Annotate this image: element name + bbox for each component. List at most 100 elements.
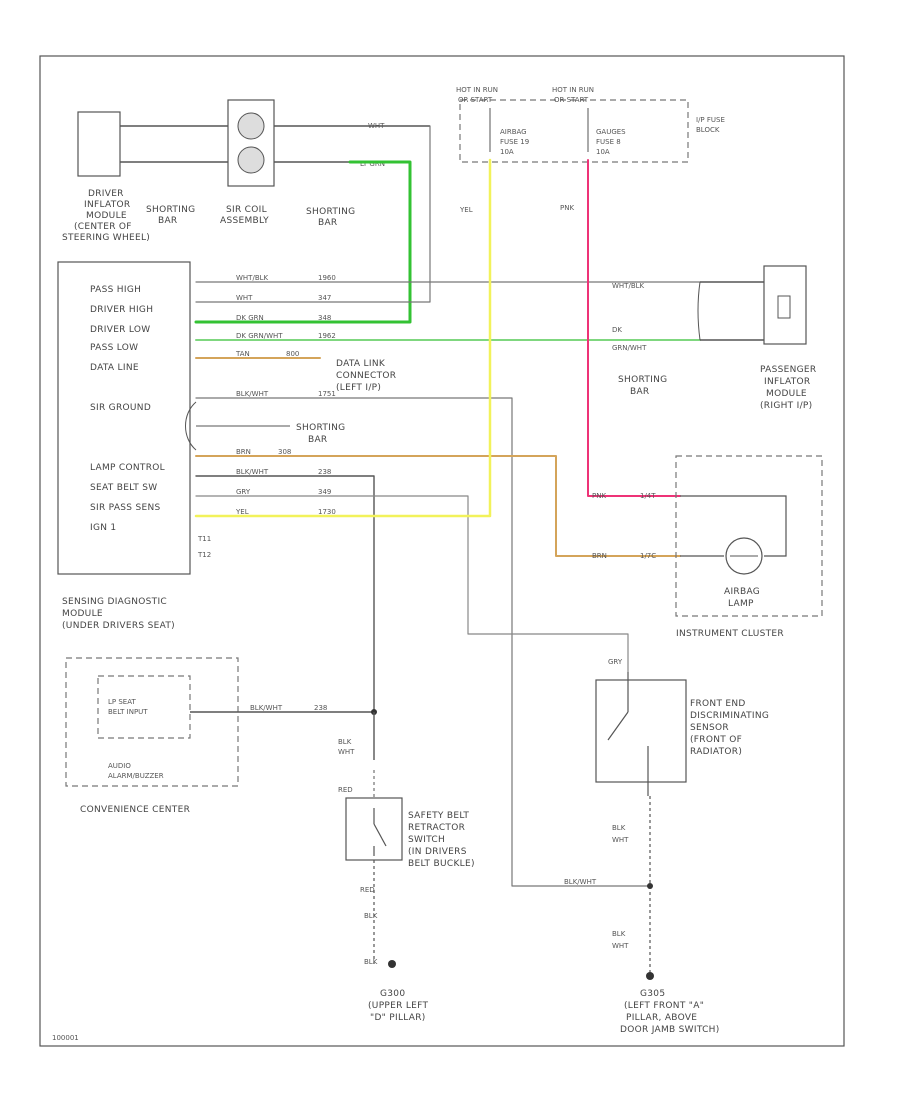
g305-label-2: (LEFT FRONT "A" (624, 1001, 704, 1011)
front-name-5: RADIATOR) (690, 747, 742, 757)
fuse-b-label-2: FUSE 8 (596, 138, 621, 146)
conv-wire-num: 238 (314, 704, 327, 712)
belt-switch-blade (373, 823, 387, 847)
belt-name-3: SWITCH (408, 835, 445, 845)
pass-module-label-4: (RIGHT I/P) (760, 401, 812, 411)
g305-label-1: G305 (640, 989, 665, 999)
green-wire-driver-low (194, 160, 412, 324)
front-wire-2: WHT (612, 836, 629, 844)
sdm-shorting-bar-2: BAR (308, 435, 328, 445)
sdm-pin-label: DRIVER LOW (90, 325, 150, 335)
sdm-pin-label: DRIVER HIGH (90, 305, 153, 315)
sdm-pin-label: LAMP CONTROL (90, 463, 165, 473)
belt-name-4: (IN DRIVERS (408, 847, 467, 857)
fuse-a-label-1: AIRBAG (500, 128, 527, 136)
driver-module-label-4: (CENTER OF (74, 222, 132, 232)
instrument-cluster-box (675, 455, 823, 617)
sdm-pin-label: SIR PASS SENS (90, 503, 161, 513)
wht-label: WHT (368, 122, 385, 130)
w7-color: BRN (236, 448, 251, 456)
w5-num: 800 (286, 350, 299, 358)
fuse-b-label-1: GAUGES (596, 128, 626, 136)
w6-num: 1751 (318, 390, 336, 398)
belt-name-1: SAFETY BELT (408, 811, 469, 821)
coil-label-1: SIR COIL (226, 205, 267, 215)
ground-g305-icon (646, 972, 654, 980)
front-name-3: SENSOR (690, 723, 729, 733)
sdm-box (57, 261, 191, 575)
g305-label-4: DOOR JAMB SWITCH) (620, 1025, 720, 1035)
w10-color: YEL (235, 508, 249, 516)
pass-shorting-bar-2: BAR (630, 387, 650, 397)
conv-wire-color: BLK/WHT (250, 704, 283, 712)
sdm-pin-label: DATA LINE (90, 363, 139, 373)
convenience-name: CONVENIENCE CENTER (80, 805, 190, 815)
front-sensor-blade (607, 711, 629, 741)
sdm-pin-label: SIR GROUND (90, 403, 151, 413)
sdm-wire-labels: WHT/BLK 1960 WHT 347 DK GRN 348 DK GRN/W… (235, 274, 336, 516)
w9-color: GRY (236, 488, 251, 496)
belt-name-5: BELT BUCKLE) (408, 859, 475, 869)
cluster-name: INSTRUMENT CLUSTER (676, 629, 784, 639)
cluster-internal-wire (680, 495, 787, 557)
w10-num: 1730 (318, 508, 336, 516)
fuse-a-label-3: 10A (500, 148, 514, 156)
diagram-frame (39, 55, 845, 1047)
front-name-1: FRONT END (690, 699, 746, 709)
shorting-bar-a-label-1: SHORTING (146, 205, 195, 215)
sdm-name-1: SENSING DIAGNOSTIC (62, 597, 167, 607)
cluster-pnk: PNK (592, 492, 606, 500)
sdm-pin-label: IGN 1 (90, 523, 116, 533)
cluster-lamp-label-1: AIRBAG (724, 587, 760, 597)
cluster-pnk-num: 1/4T (640, 492, 656, 500)
front-wire-1: BLK (612, 824, 626, 832)
gry-wire-pass-sens (195, 495, 629, 673)
driver-module-label-2: INFLATOR (84, 200, 130, 210)
w7-num: 308 (278, 448, 291, 456)
front-sensor-box (595, 679, 687, 783)
w5-color: TAN (235, 350, 250, 358)
belt-wire-top-1: BLK (338, 738, 352, 746)
w1-color: WHT/BLK (236, 274, 269, 282)
g300-label-2: (UPPER LEFT (368, 1001, 428, 1011)
sdm-t11: T11 (197, 535, 211, 543)
passenger-inflator-box (763, 265, 807, 345)
pass-grn-wht-label: GRN/WHT (612, 344, 647, 352)
belt-wire-bot-1: RED (360, 886, 375, 894)
brn-wire-lamp-control (195, 455, 681, 557)
sdm-pin-label: SEAT BELT SW (90, 483, 157, 493)
front-gry-label: GRY (608, 658, 623, 666)
fuse-block-box (459, 99, 689, 163)
fuse-block-label-1: I/P FUSE (696, 116, 725, 124)
belt-wire-red: RED (338, 786, 353, 794)
front-wire-lower-1: BLK (612, 930, 626, 938)
fuse-b-label-3: 10A (596, 148, 610, 156)
pass-shorting-bar-1: SHORTING (618, 375, 667, 385)
fuse-a-label-2: FUSE 19 (500, 138, 529, 146)
pass-dk-label: DK (612, 326, 622, 334)
data-link-label-1: DATA LINK (336, 359, 386, 369)
w4-num: 1962 (318, 332, 336, 340)
fuse-block-label-2: BLOCK (696, 126, 720, 134)
data-link-label-2: CONNECTOR (336, 371, 396, 381)
convenience-center-box (65, 657, 239, 787)
pass-module-label-2: INFLATOR (764, 377, 810, 387)
audio-label-1: AUDIO (108, 762, 131, 770)
splice-front-sensor (647, 883, 653, 889)
g300-label-3: "D" PILLAR) (370, 1013, 426, 1023)
sir-coil-box (227, 99, 275, 187)
seat-input-label-2: BELT INPUT (108, 708, 148, 716)
front-blk-wht: BLK/WHT (564, 878, 597, 886)
passenger-squib-icon (777, 295, 791, 319)
lt-grn-label: LT GRN (360, 160, 385, 168)
sir-ground-wire (195, 397, 651, 887)
hot-label-a-2: OR START (458, 96, 493, 104)
pnk-label: PNK (560, 204, 574, 212)
belt-blk-label: BLK (364, 958, 378, 966)
cluster-brn: BRN (592, 552, 607, 560)
sdm-shorting-bar-arc (185, 401, 197, 451)
w3-num: 348 (318, 314, 331, 322)
hot-label-b-2: OR START (554, 96, 589, 104)
